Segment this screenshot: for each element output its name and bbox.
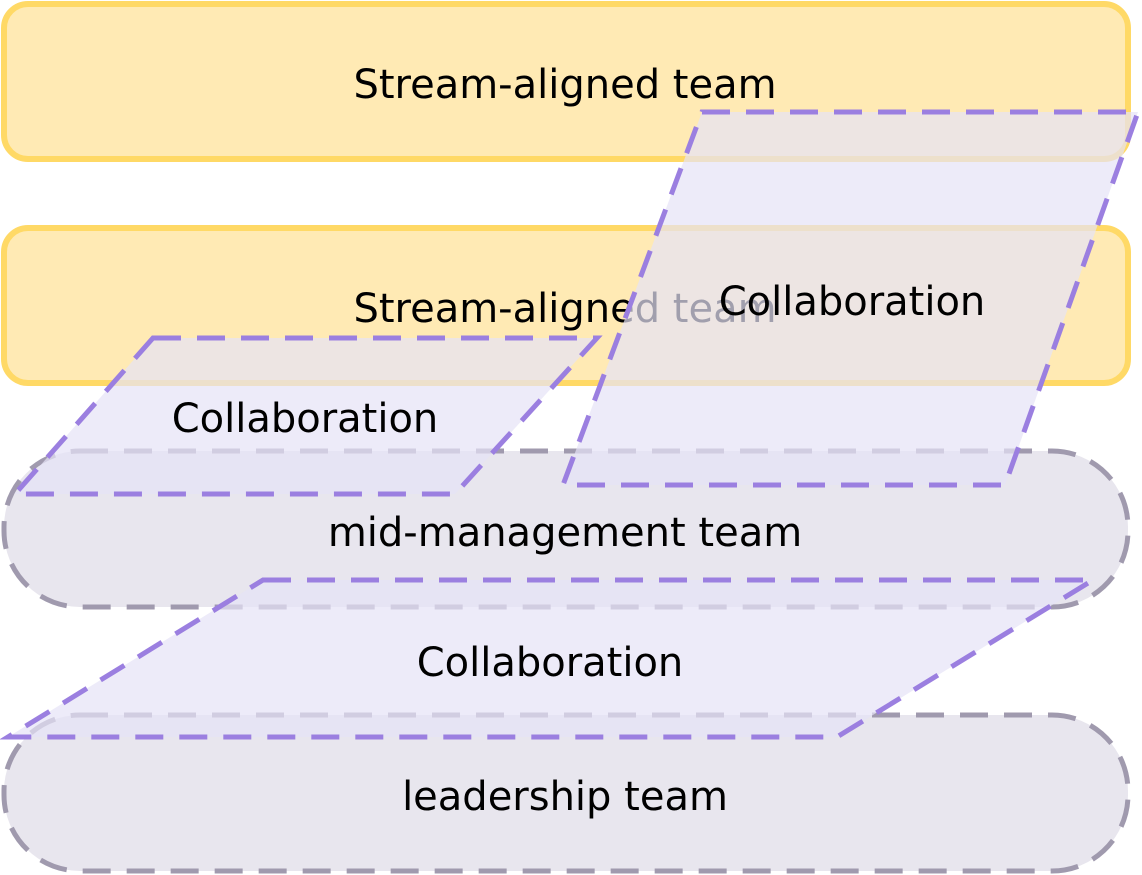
stream-aligned-team-1-label: Stream-aligned team	[353, 62, 776, 108]
collaboration-stream-mid-label: Collaboration	[172, 396, 439, 442]
leadership-team[interactable]: leadership team	[1, 712, 1131, 874]
collaboration-streams[interactable]: Collaboration	[559, 109, 1142, 488]
mid-management-team-label: mid-management team	[328, 510, 802, 556]
collaboration-mid-leadership-label: Collaboration	[417, 640, 684, 686]
collaboration-stream-mid[interactable]: Collaboration	[9, 335, 603, 497]
leadership-team-label: leadership team	[402, 774, 728, 820]
collaboration-mid-leadership[interactable]: Collaboration	[0, 577, 1102, 740]
collaboration-streams-label: Collaboration	[719, 279, 986, 325]
